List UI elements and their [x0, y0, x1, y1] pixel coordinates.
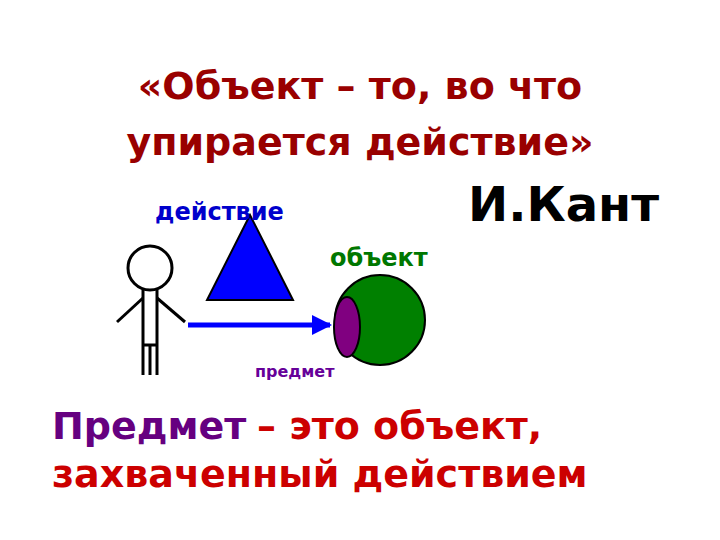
subject-ellipse	[334, 297, 360, 357]
definition-block: Предмет– это объект, захваченный действи…	[52, 402, 692, 498]
quote-title: «Объект – то, во что упирается действие»	[80, 58, 640, 170]
action-triangle	[207, 215, 293, 300]
definition-term: Предмет	[52, 404, 246, 448]
action-label: действие	[155, 198, 284, 226]
stick-figure	[117, 246, 185, 375]
subject-label: предмет	[255, 362, 334, 381]
object-label: объект	[330, 244, 428, 272]
author-name: И.Кант	[468, 176, 659, 232]
object-circle	[335, 275, 425, 365]
action-arrow	[188, 323, 330, 328]
